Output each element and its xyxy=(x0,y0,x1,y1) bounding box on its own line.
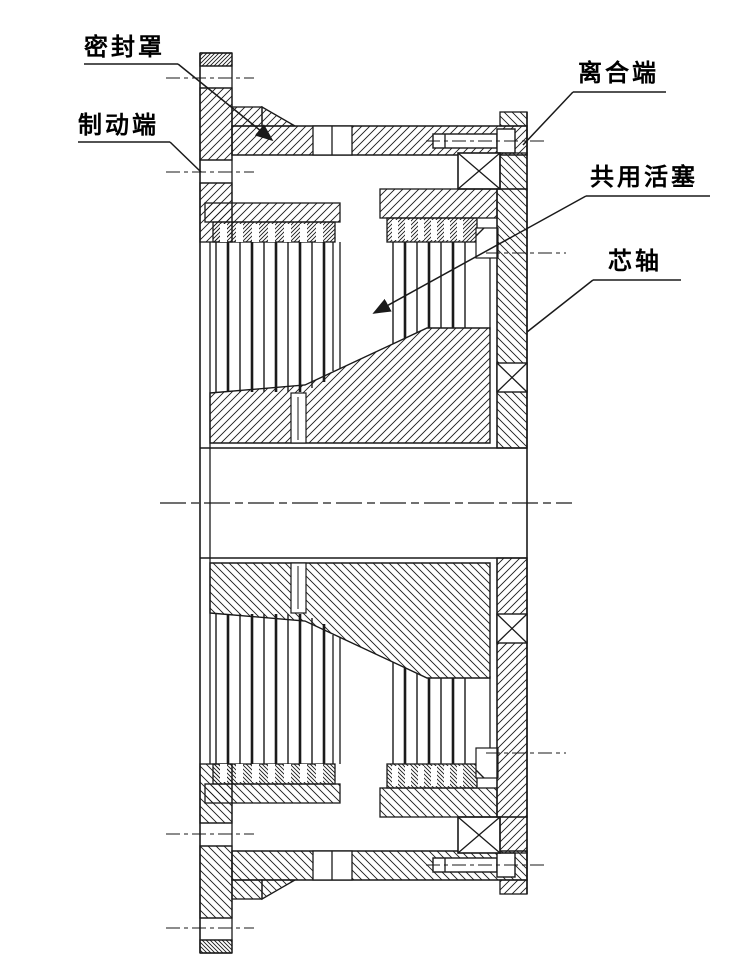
seal-cover-leader xyxy=(177,63,274,142)
lower-half-mirror xyxy=(164,501,568,955)
callout-leader-lines xyxy=(78,63,710,333)
clutch-end-leader xyxy=(522,91,574,146)
label-clutch-end: 离合端 xyxy=(578,59,659,87)
disc-carrier-right xyxy=(379,188,498,243)
core-shaft-leader xyxy=(526,279,594,333)
disc-carrier-left xyxy=(204,202,341,243)
brake-end-leader xyxy=(169,141,202,173)
label-core-shaft: 芯轴 xyxy=(608,247,662,275)
label-brake-end: 制动端 xyxy=(78,111,159,139)
shared-piston-leader xyxy=(372,195,587,314)
label-shared-piston: 共用活塞 xyxy=(590,163,698,191)
disc-pack-clutch xyxy=(392,242,466,344)
ball-bearing xyxy=(457,152,528,190)
disc-pack-brake xyxy=(215,242,341,392)
label-seal-cover: 密封罩 xyxy=(84,33,165,61)
